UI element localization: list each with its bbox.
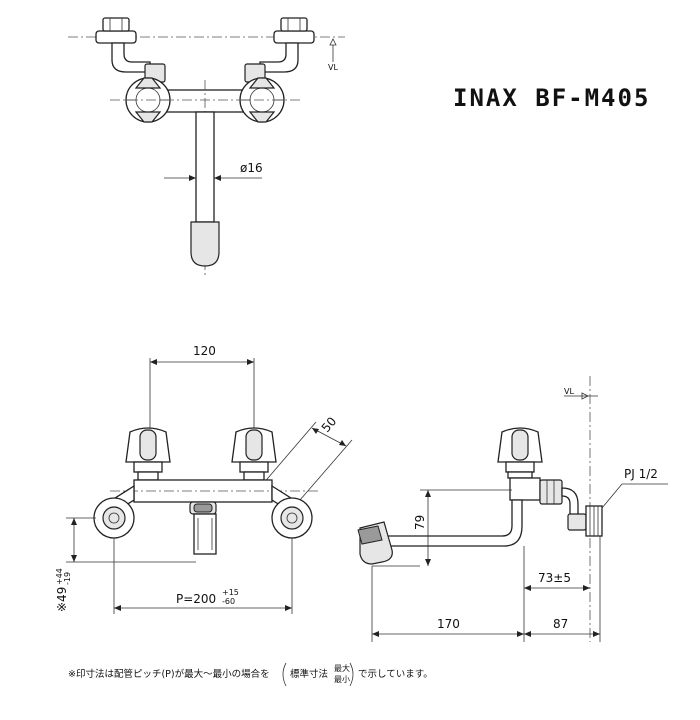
pitch-tol-upper: +15 [222, 588, 239, 597]
model-title: INAX BF-M405 [453, 84, 650, 112]
bottom-dimensions: 170 87 [371, 536, 601, 642]
wall-distance-label: 73±5 [538, 571, 571, 585]
note-paren-open [282, 662, 287, 687]
note-paren-close [349, 662, 354, 687]
top-view: VL [68, 17, 345, 275]
left-wall-fitting [93, 497, 135, 539]
spout-top [190, 111, 220, 267]
right-wall-bracket-top [244, 17, 315, 83]
note-paren-main: 標準寸法 [290, 668, 328, 680]
front-view: 120 50 [55, 344, 353, 614]
spout-side [357, 499, 523, 565]
vl-label-top: VL [328, 63, 338, 72]
height-left-tol-lower: -19 [63, 572, 72, 585]
height-dimension-side: 79 [372, 489, 512, 567]
thread-callout: PJ 1/2 [601, 467, 668, 509]
vl-marker-side: VL [564, 387, 598, 400]
left-handle-front [125, 427, 171, 481]
note-suffix: で示しています。 [358, 669, 433, 680]
left-wall-bracket-top [95, 17, 166, 83]
diameter-dimension: ø16 [164, 161, 263, 181]
height-left-label: ※49 [55, 587, 69, 612]
wall-distance-dimension: 73±5 [523, 546, 590, 642]
pitch-width-label: 120 [193, 344, 216, 358]
note-paren-max: 最大 [334, 663, 350, 673]
vl-marker-top: VL [328, 38, 338, 72]
thread-label: PJ 1/2 [624, 467, 658, 481]
side-view: VL PJ 1/2 [357, 376, 668, 642]
spout-outlet-front [189, 501, 217, 555]
footnote: ※印寸法は配管ピッチ(P)が最大～最小の場合を 標準寸法 最大 最小 で示してい… [68, 662, 433, 687]
depth-label: 87 [553, 617, 568, 631]
right-handle-front [231, 427, 277, 481]
note-prefix: ※印寸法は配管ピッチ(P)が最大～最小の場合を [68, 668, 270, 680]
spout-length-label: 170 [437, 617, 460, 631]
handle-offset-label: 50 [319, 414, 340, 435]
handle-pitch-dimension: 120 [149, 344, 255, 430]
handle-side [497, 427, 543, 479]
height-left-tol-upper: +44 [55, 568, 64, 585]
note-paren-min: 最小 [334, 675, 350, 684]
right-wall-fitting [271, 497, 313, 539]
pitch-label: P=200 [176, 592, 216, 606]
height-dimension-left: ※49 +44 -19 [55, 517, 196, 612]
vl-label-side: VL [564, 387, 574, 396]
inlet-coupling-side [539, 479, 603, 537]
body-side [509, 477, 541, 501]
diameter-label: ø16 [240, 161, 263, 175]
pipe-pitch-dimension: P=200 +15 -60 [113, 538, 293, 614]
pitch-tol-lower: -60 [222, 597, 235, 606]
height-side-label: 79 [413, 515, 427, 530]
